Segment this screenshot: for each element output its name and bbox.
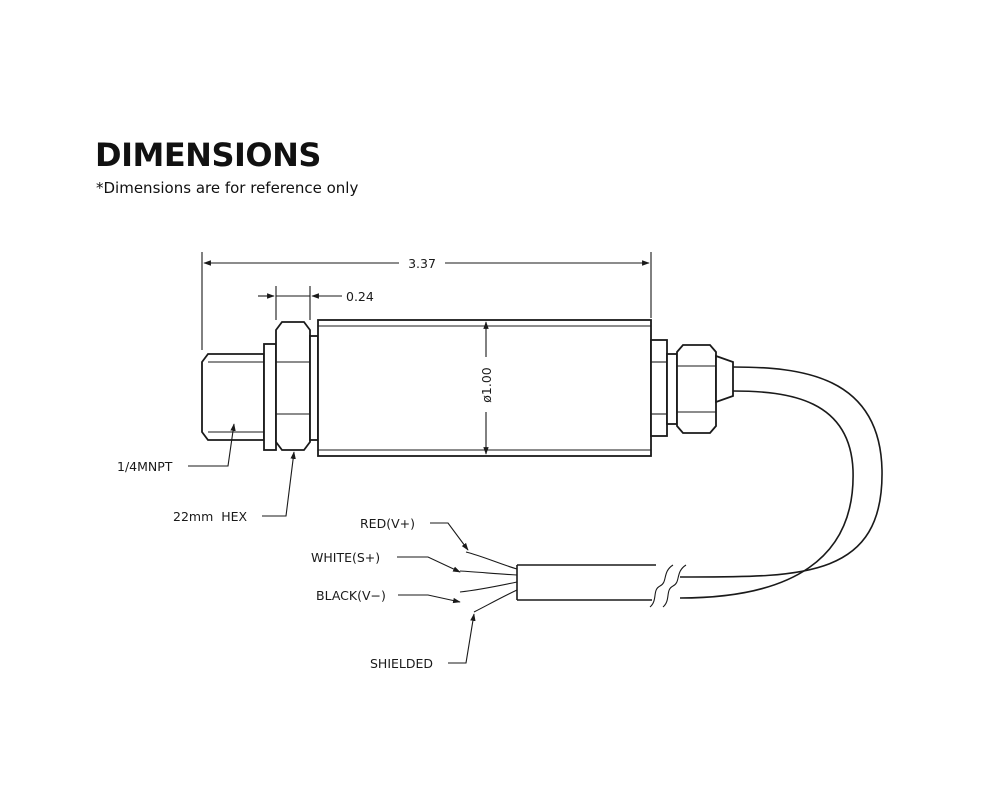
page-title: DIMENSIONS bbox=[95, 136, 321, 174]
dimension-label-diameter: ø1.00 bbox=[479, 367, 494, 403]
sensor-body bbox=[317, 319, 668, 457]
cable-gland bbox=[666, 344, 734, 434]
dimension-diameter: ø1.00 bbox=[479, 321, 494, 455]
callout-shield: SHIELDED bbox=[370, 656, 433, 671]
dimension-hex-width: 0.24 bbox=[258, 286, 374, 320]
callout-hex: 22mm HEX bbox=[173, 509, 248, 524]
callout-red-wire: RED(V+) bbox=[360, 516, 415, 531]
page-subtitle: *Dimensions are for reference only bbox=[96, 179, 359, 197]
dimension-label-hex: 0.24 bbox=[346, 289, 374, 304]
dimension-overall-length: 3.37 bbox=[201, 252, 652, 350]
callout-leaders bbox=[188, 423, 476, 664]
dimension-label-length: 3.37 bbox=[408, 256, 436, 271]
npt-fitting bbox=[201, 343, 277, 451]
hex-nut bbox=[275, 321, 319, 451]
callout-black-wire: BLACK(V−) bbox=[316, 588, 386, 603]
callout-white-wire: WHITE(S+) bbox=[311, 550, 380, 565]
callout-labels: 1/4MNPT 22mm HEX RED(V+) WHITE(S+) BLACK… bbox=[117, 459, 433, 671]
callout-thread: 1/4MNPT bbox=[117, 459, 173, 474]
wire-bundle bbox=[459, 551, 518, 613]
